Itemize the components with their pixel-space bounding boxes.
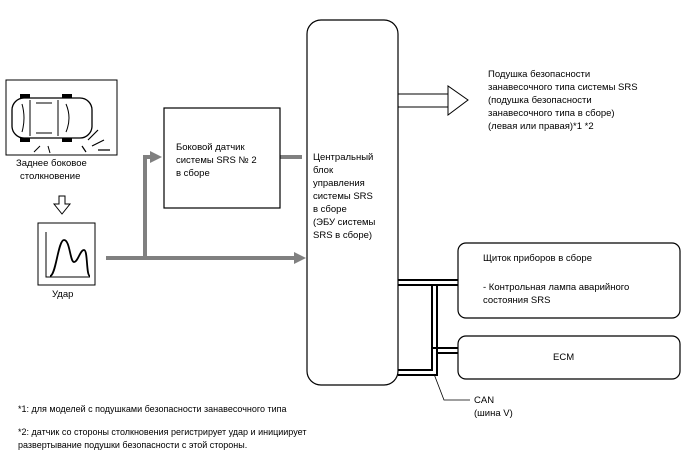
footnote-2-line2: развертывание подушки безопасности с это… xyxy=(18,440,248,450)
ecm-box xyxy=(457,335,681,380)
footnote-2-line1: *2: датчик со стороны столкновения регис… xyxy=(18,427,307,437)
impact-label: Удар xyxy=(52,289,74,300)
center-unit-line6: (ЭБУ системы xyxy=(313,217,376,228)
car-collision-icon xyxy=(5,79,118,156)
center-unit-line4: системы SRS xyxy=(313,191,373,202)
meter-item-line1: - Контрольная лампа аварийного xyxy=(483,282,630,293)
can-label-line2: (шина V) xyxy=(474,408,513,419)
center-unit-line7: SRS в сборе) xyxy=(313,230,373,241)
center-unit-line2: блок xyxy=(313,165,334,176)
curtain-airbag-line5: (левая или правая)*1 *2 xyxy=(488,121,594,132)
footnote-1: *1: для моделей с подушками безопасности… xyxy=(18,404,287,414)
curtain-airbag-line1: Подушка безопасности xyxy=(488,69,591,80)
meter-title: Щиток приборов в сборе xyxy=(483,253,592,264)
signal-arrowheads xyxy=(150,151,306,264)
curtain-airbag-line2: занавесочного типа системы SRS xyxy=(488,82,638,93)
can-callout-leader xyxy=(433,373,470,401)
airbag-output-arrow xyxy=(398,85,469,116)
down-arrow-icon xyxy=(52,195,72,215)
side-sensor-line2: системы SRS № 2 xyxy=(176,155,257,166)
event-label-line2: столкновение xyxy=(20,171,81,182)
curtain-airbag-line4: занавесочного типа в сборе) xyxy=(488,108,615,119)
can-label-line1: CAN xyxy=(474,395,495,406)
side-sensor-line3: в сборе xyxy=(176,168,210,179)
side-sensor-box xyxy=(163,107,281,209)
signal-lines xyxy=(106,155,302,260)
meter-item-line2: состояния SRS xyxy=(483,295,551,306)
can-bus-lines xyxy=(398,279,458,376)
impact-graph-icon xyxy=(37,222,96,286)
ecm-label: ECM xyxy=(553,352,575,363)
side-sensor-line1: Боковой датчик xyxy=(176,142,245,153)
center-unit-line5: в сборе xyxy=(313,204,347,215)
curtain-airbag-line3: (подушка безопасности xyxy=(488,95,592,106)
center-unit-line1: Центральный xyxy=(313,152,374,163)
center-unit-line3: управления xyxy=(313,178,365,189)
srs-center-unit-box xyxy=(306,19,399,386)
event-label-line1: Заднее боковое xyxy=(16,158,87,169)
